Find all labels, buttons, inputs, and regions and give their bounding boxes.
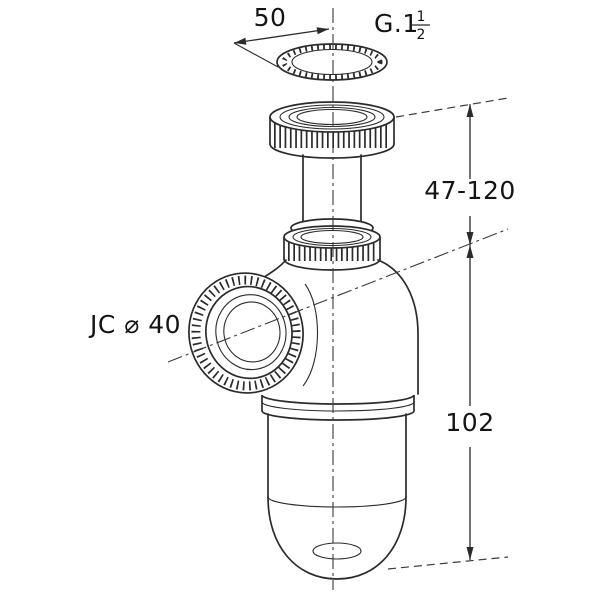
cup-height-label: 102: [445, 408, 494, 437]
locknut-bore-ring: [300, 229, 364, 245]
washer-inner-ring: [291, 48, 373, 76]
lock-nut: [283, 225, 381, 271]
arrowhead: [466, 547, 474, 560]
collar-band: [261, 394, 415, 421]
nut-top-face: [269, 101, 395, 133]
adjustable-height-label: 47-120: [424, 176, 516, 205]
cup-collar: [261, 394, 415, 421]
inlet-knurl-ticks: [191, 275, 301, 391]
body-right-edge: [377, 259, 419, 395]
arrowhead: [466, 104, 474, 117]
thread-fraction-denominator: 2: [417, 27, 426, 43]
dimension-adjustable-height: 47-120: [395, 97, 516, 245]
cup-seam-line: [267, 496, 407, 508]
nut-thread-ring: [279, 104, 385, 130]
inlet-axis-centerline: [167, 228, 509, 363]
nut-bore-ring: [296, 108, 368, 126]
locknut-inner-ring: [292, 227, 372, 247]
locknut-top-face: [283, 225, 381, 249]
cup-dome-bottom: [267, 496, 407, 580]
dimension-washer-diameter: 50: [233, 3, 330, 68]
collar-mid-line: [261, 401, 415, 412]
body-inlet-intersection-curve: [302, 283, 319, 387]
thread-fraction-numerator: 1: [417, 9, 426, 25]
arrowhead: [466, 245, 474, 258]
nut-thread-ring: [288, 106, 376, 128]
thread-size-callout: G.1 1 2: [374, 9, 430, 43]
seal-washer: [276, 43, 388, 81]
top-ring-nut: [269, 101, 395, 159]
arrowhead: [466, 232, 474, 245]
inlet-bore-ring: [215, 294, 287, 371]
nut-bottom-arc: [269, 143, 395, 159]
inlet-inner-bore: [223, 301, 281, 363]
arrowhead: [234, 37, 247, 45]
inlet-tube: [302, 154, 362, 225]
inlet-connection-label: JC ⌀ 40: [88, 310, 181, 339]
thread-size-label: G.1: [374, 9, 419, 38]
cup-bottom-boss: [312, 542, 362, 560]
dim-line-50: [233, 28, 330, 44]
arrowhead: [316, 27, 329, 35]
dimension-cup-height: 102: [387, 245, 509, 570]
washer-diameter-label: 50: [254, 3, 287, 32]
trap-cup: [267, 413, 407, 580]
dim-extension-line: [233, 42, 279, 68]
washer-rib-ticks: [281, 44, 383, 80]
reference-line-top: [395, 97, 509, 118]
side-inlet-socket: [188, 272, 304, 394]
reference-line-bottom: [387, 556, 509, 570]
locknut-bottom-arc: [283, 258, 381, 271]
